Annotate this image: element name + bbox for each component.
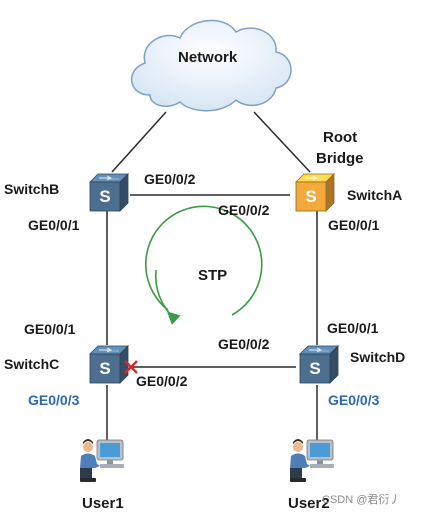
root-bridge-label-line1: Root (323, 129, 358, 146)
port-label-c-user: GE0/0/3 (28, 392, 80, 408)
user1-computer-icon (80, 439, 124, 482)
switchc-label: SwitchC (4, 356, 60, 372)
watermark: CSDN @君衍丿 (322, 494, 401, 506)
port-label-a-to-b: GE0/0/2 (218, 202, 270, 218)
stp-label: STP (198, 267, 228, 284)
switcha-root-bridge-icon: S (295, 173, 335, 212)
port-label-d-to-c: GE0/0/2 (218, 336, 270, 352)
switchd-icon: S (299, 345, 339, 384)
network-cloud-icon (130, 19, 292, 112)
root-bridge-label-line2: Bridge (316, 150, 364, 167)
cloud-label: Network (178, 49, 238, 66)
switch-glyph: S (99, 359, 110, 378)
user1-label: User1 (82, 495, 124, 512)
port-label-d-user: GE0/0/3 (328, 392, 380, 408)
port-label-a-down: GE0/0/1 (328, 217, 380, 233)
x-mark-icon (124, 360, 138, 374)
user2-computer-icon (290, 439, 334, 482)
port-label-b-to-a: GE0/0/2 (144, 171, 196, 187)
switch-glyph: S (305, 187, 316, 206)
switchd-label: SwitchD (350, 349, 406, 365)
switchb-label: SwitchB (4, 181, 60, 197)
switch-glyph: S (99, 187, 110, 206)
link-network-switchb (111, 111, 167, 173)
link-network-switcha (253, 111, 311, 173)
user2-label: User2 (288, 495, 330, 512)
switchc-icon: S (89, 345, 129, 384)
switcha-label: SwitchA (347, 187, 403, 203)
port-label-b-down: GE0/0/1 (28, 217, 80, 233)
port-label-d-up: GE0/0/1 (327, 320, 379, 336)
stp-loop-arrow-icon (145, 205, 263, 325)
port-label-c-to-d: GE0/0/2 (136, 373, 188, 389)
port-label-c-up: GE0/0/1 (24, 321, 76, 337)
switchb-icon: S (89, 173, 129, 212)
switch-glyph: S (309, 359, 320, 378)
